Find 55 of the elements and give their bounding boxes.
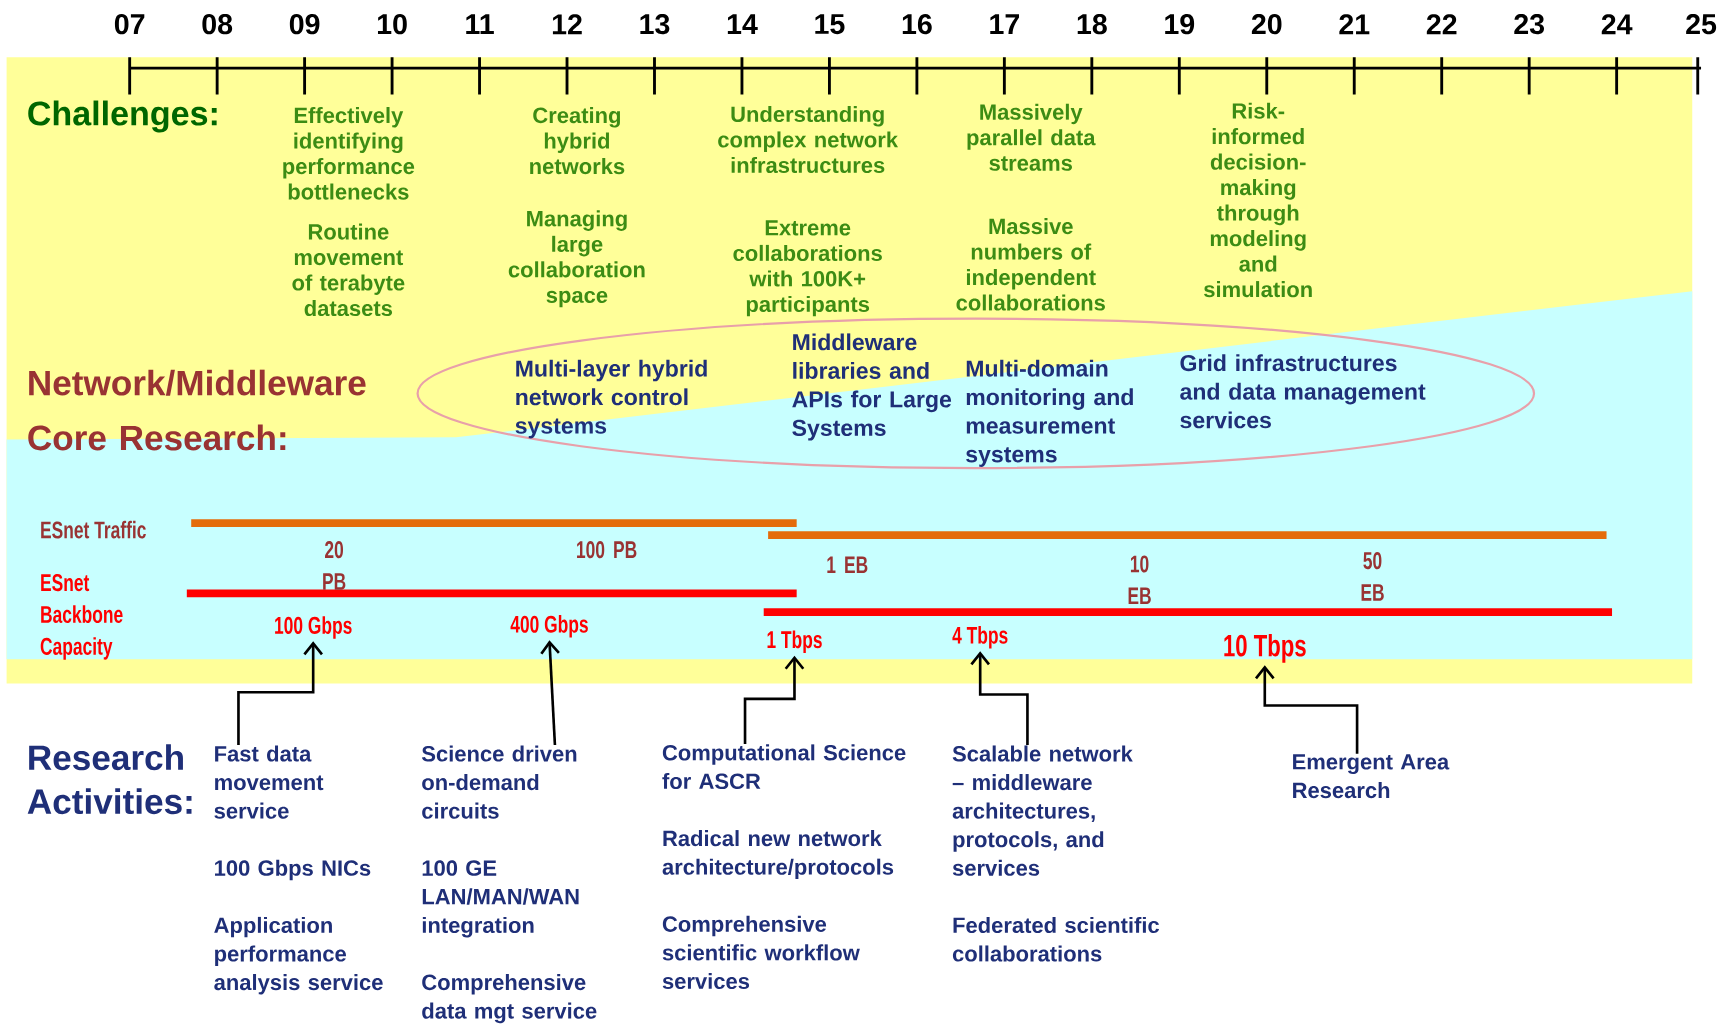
challenge-text: Effectively identifying performance bottlenecks [283, 107, 415, 200]
activity-list: Emergent Area Research [1293, 754, 1450, 799]
year-label: 14 [727, 14, 758, 35]
capacity-label: 100 Gbps [275, 616, 352, 639]
challenge-text: Routine movement of terabyte datasets [292, 223, 405, 317]
traffic-value: 1 EB [827, 556, 868, 574]
research-topic: Multi-layer hybrid network control systems [515, 360, 707, 439]
challenge-text: Creating hybrid networks [530, 107, 625, 175]
arrow [540, 640, 560, 746]
year-label: 12 [552, 14, 582, 35]
year-label: 11 [466, 14, 494, 35]
year-label: 16 [902, 14, 932, 35]
capacity-label: 4 Tbps [952, 626, 1008, 649]
section-heading: Challenges: [28, 100, 217, 133]
capacity-label: 10 Tbps [1224, 634, 1306, 663]
activity-list: Scalable network – middleware architectures, protocols, and services Federated scientific collaborations [952, 745, 1160, 962]
traffic-value: 50 EB [1361, 552, 1384, 602]
year-label: 13 [640, 14, 670, 35]
row-label: ESnet Backbone Capacity [40, 574, 123, 660]
arrow [237, 641, 323, 746]
year-label: 18 [1077, 14, 1107, 35]
capacity-label: 1 Tbps [767, 630, 822, 654]
activity-list: Computational Science for ASCR Radical new network architecture/protocols Comprehensive scientific workflow services [662, 744, 906, 990]
challenge-text: Understanding complex network infrastructures [718, 106, 899, 174]
arrow [743, 655, 805, 745]
arrow [1254, 665, 1359, 755]
section-heading: Research Activities: [27, 744, 192, 815]
year-label: 22 [1426, 14, 1457, 35]
year-label: 09 [289, 14, 320, 35]
research-topic: Middleware libraries and APIs for Large Systems [792, 333, 952, 441]
year-label: 21 [1339, 14, 1370, 35]
research-topic: Grid infrastructures and data management services [1180, 354, 1426, 429]
research-topic: Multi-domain monitoring and measurement systems [966, 360, 1133, 468]
activity-list: Fast data movement service 100 Gbps NICs Application performance analysis service [214, 745, 383, 995]
row-label: ESnet Traffic [41, 521, 146, 539]
section-heading: Network/Middleware Core Research: [28, 369, 366, 451]
year-label: 19 [1165, 14, 1195, 35]
year-label: 23 [1514, 14, 1545, 35]
arrow [970, 651, 1029, 746]
year-label: 20 [1251, 14, 1282, 35]
research-ellipse [416, 317, 1536, 470]
challenge-text: Massively parallel data streams [967, 103, 1096, 172]
year-label: 24 [1601, 14, 1633, 35]
traffic-value: 100 PB [577, 541, 637, 559]
year-label: 10 [378, 14, 407, 35]
capacity-label: 400 Gbps [510, 615, 588, 638]
traffic-value: 20 PB [323, 541, 346, 591]
traffic-value: 10 EB [1128, 555, 1151, 605]
activity-list: Science driven on-demand circuits 100 GE LAN/MAN/WAN integration Comprehensive data mgt service [421, 745, 597, 1024]
year-label: 17 [990, 14, 1019, 35]
year-label: 25 [1686, 14, 1717, 35]
challenge-text: Risk-informed decision-making through modeling and simulation [1204, 102, 1312, 298]
year-label: 08 [202, 14, 233, 35]
year-label: 07 [114, 14, 145, 35]
year-label: 15 [815, 14, 845, 35]
